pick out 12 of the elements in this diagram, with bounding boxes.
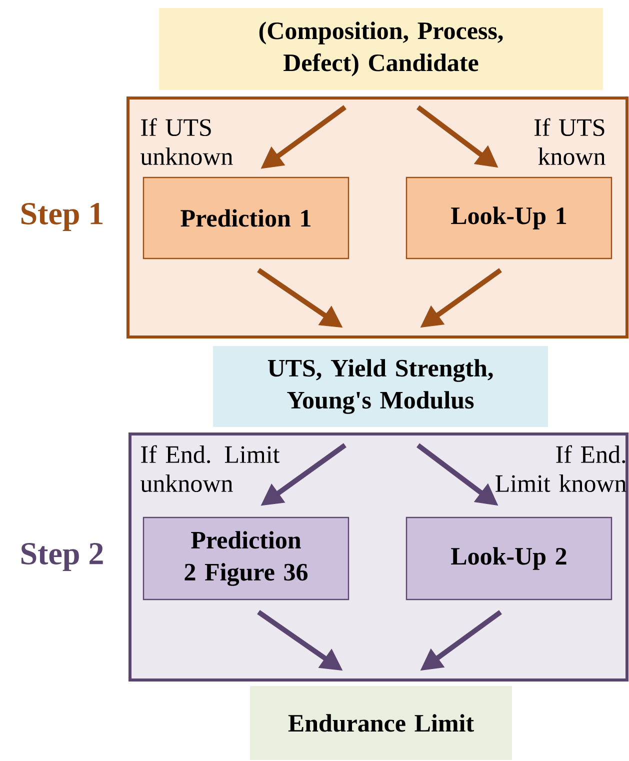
edge-label: If UTS unknown [140,118,233,166]
edge-label: If UTS known [534,118,606,166]
edge-label: If End. Limit unknown [140,445,280,492]
result-box: Endurance Limit [250,686,512,760]
node-label: Step 1 [21,203,103,231]
result-box: UTS, Yield Strength, Young's Modulus [213,346,548,427]
source-box: (Composition, Process, Defect) Candidate [159,8,603,90]
process-box: Look-Up 2 [406,516,612,600]
process-box: Look-Up 1 [406,176,612,260]
node-label: Step 2 [21,542,103,571]
process-box: Prediction 1 [142,176,350,260]
process-box: Prediction 2 Figure 36 [142,516,350,600]
